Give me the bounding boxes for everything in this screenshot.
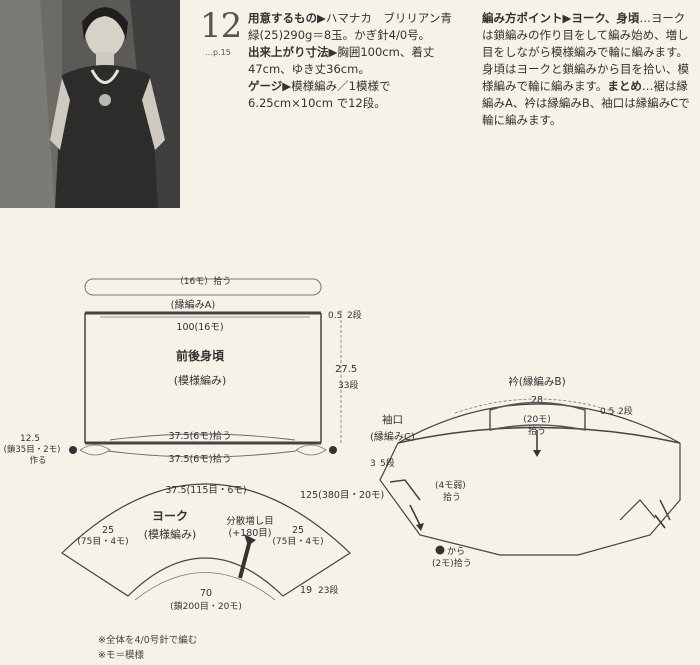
pattern-number: 12	[200, 6, 242, 46]
yoke-bottom: 70	[200, 588, 212, 599]
yoke-increase: 分散増し目	[226, 515, 274, 527]
note-pattern: ※モ＝模様	[98, 650, 144, 661]
collar-width: 28	[531, 395, 543, 406]
cuff-from: から	[447, 546, 465, 557]
finishing-label: まとめ	[607, 79, 642, 93]
top-rows-unit: 2段	[347, 309, 362, 321]
yoke-subtitle: (模様編み)	[144, 527, 197, 541]
pickup-label-1: 37.5(6モ)拾う	[168, 430, 231, 442]
materials-column: 用意するもの▶ハマナカ ブリリアン青緑(25)290g＝8玉。かぎ針4/0号。 …	[248, 10, 463, 112]
yoke-side-right-stitches: (75目・4モ)	[272, 536, 323, 547]
yoke-depth: 19	[300, 585, 312, 596]
body-width: 100(16モ)	[176, 322, 223, 333]
size-label: 出来上がり寸法▶	[248, 45, 338, 59]
collar-rows: 0.5	[600, 407, 614, 417]
cuff-pickup-2: 拾う	[443, 491, 461, 503]
hem-pickup-label: （16モ）拾う	[175, 275, 231, 287]
page-reference: …p.15	[205, 48, 231, 57]
gauge-text: 模様編み／1模様で6.25cm×10cm で12段。	[248, 79, 391, 110]
underarm-make: 作る	[29, 455, 46, 466]
model-photo	[0, 0, 180, 208]
gauge: ゲージ▶模様編み／1模様で6.25cm×10cm で12段。	[248, 78, 463, 112]
yoke-side-left-stitches: (75目・4モ)	[77, 536, 128, 547]
pickup-label-2: 37.5(6モ)拾う	[168, 453, 231, 465]
yoke-depth-rows: 23段	[318, 584, 338, 596]
instructions-column: 編み方ポイント▶ヨーク、身頃…ヨークは鎖編みの作り目をして編み始め、増し目をしな…	[482, 10, 694, 129]
cuff-title: 袖口	[382, 413, 403, 426]
points-label: 編み方ポイント▶ヨーク、身頃	[482, 11, 640, 25]
underarm-measure: 12.5	[20, 434, 40, 444]
cuff-subtitle: (縁編みC)	[370, 430, 415, 443]
cuff-from-pickup: (2モ)拾う	[432, 557, 472, 569]
yoke-side-right: 25	[292, 525, 304, 536]
collar-pickup: (20モ)	[523, 415, 550, 425]
yoke-bottom-chain: (鎖200目・20モ)	[170, 600, 242, 612]
materials-label: 用意するもの▶	[248, 11, 326, 25]
yoke-increase-count: (+180目)	[228, 528, 271, 539]
yoke-outer-width: 125(380目・20モ)	[300, 490, 384, 501]
cuff-diagram: 袖口 (縁編みC) 3 5段 (4モ弱) 拾う から (2モ)拾う	[370, 413, 681, 569]
yoke-top-width: 37.5(115目・6モ)	[165, 485, 246, 496]
note-needle: ※全体を4/0号針で編む	[98, 635, 198, 646]
collar-title: 衿(縁編みB)	[508, 375, 565, 388]
cuff-pickup: (4モ弱)	[435, 480, 466, 491]
cuff-rows-unit: 5段	[380, 457, 395, 469]
body-height-rows: 33段	[338, 379, 358, 391]
underarm-chain: (鎖35目・2モ)	[4, 444, 61, 455]
edge-a-label: (縁編みA)	[171, 298, 216, 311]
yoke-diagram: 37.5(115目・6モ) 125(380目・20モ) ヨーク (模様編み) 分…	[61, 483, 384, 612]
yoke-title: ヨーク	[152, 509, 188, 523]
body-title: 前後身頃	[176, 348, 225, 363]
top-rows: 0.5	[328, 311, 342, 321]
body-subtitle: (模様編み)	[174, 373, 227, 387]
collar-rows-unit: 2段	[618, 405, 633, 417]
finished-size: 出来上がり寸法▶胸囲100cm、着丈47cm、ゆき丈36cm。	[248, 44, 463, 78]
points-text: …ヨークは鎖編みの作り目をして編み始め、増し目をしながら模様編みで輪に編みます。…	[482, 11, 689, 93]
materials: 用意するもの▶ハマナカ ブリリアン青緑(25)290g＝8玉。かぎ針4/0号。	[248, 10, 463, 44]
finishing-text: …裾は縁編みA、衿は縁編みB、袖口は縁編みCで輪に編みます。	[482, 79, 690, 127]
body-height: 27.5	[335, 364, 357, 375]
yoke-side-left: 25	[102, 525, 114, 536]
gauge-label: ゲージ▶	[248, 79, 292, 93]
cuff-rows: 3	[370, 459, 376, 469]
materials-text: ハマナカ ブリリアン青緑(25)290g＝8玉。かぎ針4/0号。	[248, 11, 452, 42]
size-text: 胸囲100cm、着丈47cm、ゆき丈36cm。	[248, 45, 435, 76]
collar-diagram: 衿(縁編みB) 28 (20モ) 拾う 0.5 2段	[397, 375, 681, 457]
body-diagram: （16モ）拾う (縁編みA) 100(16モ) 前後身頃 (模様編み) 0.5 …	[4, 275, 362, 466]
